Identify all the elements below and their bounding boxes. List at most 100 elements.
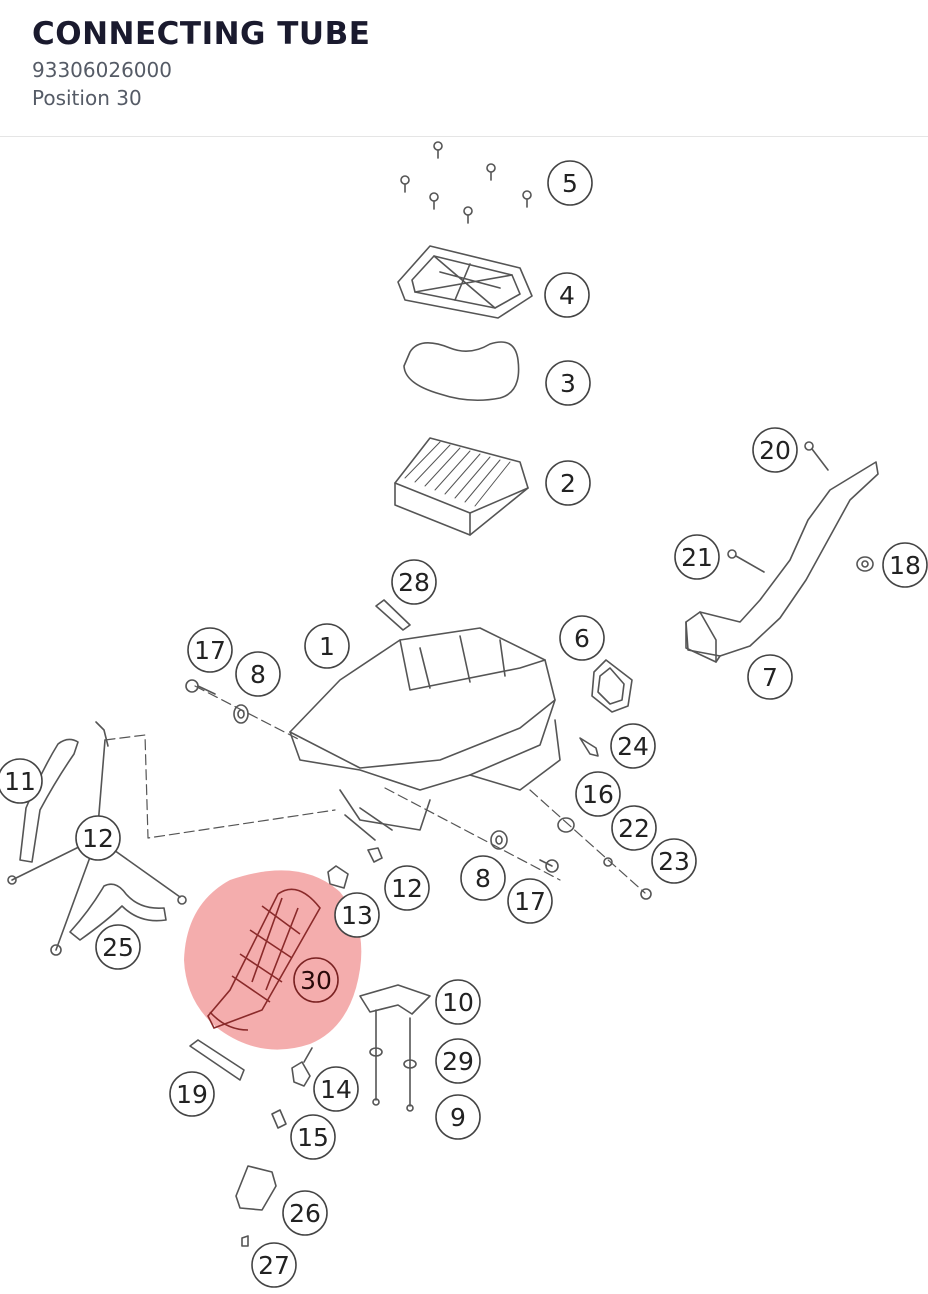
callout-label: 12 bbox=[391, 874, 423, 903]
callout-label: 2 bbox=[560, 469, 576, 498]
callout-label: 18 bbox=[889, 551, 921, 580]
callout-label: 13 bbox=[341, 901, 373, 930]
clamp-12b bbox=[50, 944, 62, 956]
grommet-18 bbox=[856, 556, 874, 572]
callout-label: 25 bbox=[102, 933, 134, 962]
callout-label: 20 bbox=[759, 436, 791, 465]
callout-label: 8 bbox=[475, 864, 491, 893]
callout-label: 17 bbox=[514, 887, 546, 916]
callout-21[interactable]: 21 bbox=[674, 534, 720, 580]
callout-label: 28 bbox=[398, 568, 430, 597]
callout-11[interactable]: 11 bbox=[0, 758, 43, 804]
screw-set-illustration bbox=[400, 141, 532, 224]
hose-25 bbox=[69, 883, 167, 941]
bolt-17-right bbox=[539, 859, 559, 873]
callout-4[interactable]: 4 bbox=[544, 272, 590, 318]
callout-label: 26 bbox=[289, 1199, 321, 1228]
callout-label: 14 bbox=[320, 1075, 352, 1104]
callout-label: 7 bbox=[762, 663, 778, 692]
callout-8[interactable]: 8 bbox=[235, 651, 281, 697]
callout-label: 24 bbox=[617, 732, 649, 761]
bolts-9 bbox=[372, 1009, 414, 1112]
sensor-26 bbox=[235, 1165, 277, 1211]
valve-14 bbox=[291, 1047, 313, 1087]
callout-23[interactable]: 23 bbox=[651, 838, 697, 884]
callout-label: 29 bbox=[442, 1047, 474, 1076]
callout-26[interactable]: 26 bbox=[282, 1190, 328, 1236]
screw-21 bbox=[727, 549, 765, 573]
airbox-illustration bbox=[289, 627, 561, 841]
callout-label: 16 bbox=[582, 780, 614, 809]
callout-29[interactable]: 29 bbox=[435, 1038, 481, 1084]
callout-25[interactable]: 25 bbox=[95, 924, 141, 970]
callout-3[interactable]: 3 bbox=[545, 360, 591, 406]
callout-17[interactable]: 17 bbox=[187, 627, 233, 673]
page-header: CONNECTING TUBE 93306026000 Position 30 bbox=[0, 0, 928, 137]
filter-cage-illustration bbox=[397, 245, 533, 319]
air-filter-illustration bbox=[394, 437, 529, 536]
callout-7[interactable]: 7 bbox=[747, 654, 793, 700]
strap-19 bbox=[189, 1039, 245, 1081]
callout-30[interactable]: 30 bbox=[293, 957, 339, 1003]
washers-29 bbox=[369, 1047, 417, 1069]
callout-label: 23 bbox=[658, 847, 690, 876]
rubber-mount-6 bbox=[591, 659, 633, 713]
callout-label: 17 bbox=[194, 636, 226, 665]
callout-label: 10 bbox=[442, 988, 474, 1017]
callout-22[interactable]: 22 bbox=[611, 805, 657, 851]
callout-8[interactable]: 8 bbox=[460, 855, 506, 901]
callout-14[interactable]: 14 bbox=[313, 1066, 359, 1112]
bolt-17-left bbox=[185, 679, 216, 695]
callout-12[interactable]: 12 bbox=[384, 865, 430, 911]
part-number: 93306026000 bbox=[32, 58, 172, 82]
clip-28-illustration bbox=[375, 599, 411, 631]
callout-24[interactable]: 24 bbox=[610, 723, 656, 769]
callout-2[interactable]: 2 bbox=[545, 460, 591, 506]
callout-15[interactable]: 15 bbox=[290, 1114, 336, 1160]
callout-10[interactable]: 10 bbox=[435, 979, 481, 1025]
gasket-illustration bbox=[403, 341, 520, 402]
clamp-12-top bbox=[95, 721, 109, 747]
callout-20[interactable]: 20 bbox=[752, 427, 798, 473]
callout-9[interactable]: 9 bbox=[435, 1094, 481, 1140]
callout-label: 3 bbox=[560, 369, 576, 398]
callout-19[interactable]: 19 bbox=[169, 1071, 215, 1117]
callout-label: 8 bbox=[250, 660, 266, 689]
clip-15 bbox=[271, 1109, 287, 1129]
callout-label: 22 bbox=[618, 814, 650, 843]
callout-1[interactable]: 1 bbox=[304, 623, 350, 669]
callout-label: 6 bbox=[574, 624, 590, 653]
callout-5[interactable]: 5 bbox=[547, 160, 593, 206]
callout-18[interactable]: 18 bbox=[882, 542, 928, 588]
highlighted-part-30 bbox=[184, 870, 362, 1050]
sleeve-13 bbox=[327, 865, 349, 889]
callout-13[interactable]: 13 bbox=[334, 892, 380, 938]
clip-12-small bbox=[367, 847, 383, 863]
callout-17[interactable]: 17 bbox=[507, 878, 553, 924]
clamp-12a bbox=[7, 875, 17, 885]
screw-20 bbox=[804, 441, 829, 471]
intake-snorkel-7 bbox=[685, 461, 879, 663]
callout-label: 9 bbox=[450, 1103, 466, 1132]
screw-27 bbox=[241, 1235, 249, 1247]
washer-22 bbox=[603, 857, 613, 867]
page-title: CONNECTING TUBE bbox=[32, 16, 371, 52]
callout-27[interactable]: 27 bbox=[251, 1242, 297, 1288]
screw-24 bbox=[579, 737, 599, 757]
bracket-10 bbox=[359, 984, 431, 1015]
callout-16[interactable]: 16 bbox=[575, 771, 621, 817]
callout-label: 4 bbox=[559, 281, 575, 310]
callout-label: 30 bbox=[300, 966, 332, 995]
callout-12[interactable]: 12 bbox=[75, 815, 121, 861]
grommet-16 bbox=[557, 817, 575, 833]
callout-label: 27 bbox=[258, 1251, 290, 1280]
washer-8-right bbox=[490, 830, 508, 850]
position-label: Position 30 bbox=[32, 86, 142, 110]
clamp-12c bbox=[177, 895, 187, 905]
callout-6[interactable]: 6 bbox=[559, 615, 605, 661]
highlight-blob bbox=[184, 870, 362, 1050]
callout-label: 5 bbox=[562, 169, 578, 198]
callout-label: 11 bbox=[4, 767, 36, 796]
callout-28[interactable]: 28 bbox=[391, 559, 437, 605]
